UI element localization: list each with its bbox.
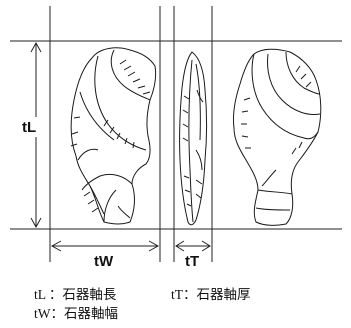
stone-tool-front-view [70,47,157,225]
width-label: tW [94,253,114,270]
thickness-label: tT [185,253,199,270]
width-dimension-arrow [50,240,160,252]
legend-thickness-entry: tT：石器軸厚 [171,287,251,302]
legend-width-entry: tW：石器軸幅 [34,306,118,321]
stone-tool-back-view [233,48,322,226]
length-label: tL [22,119,36,136]
stone-tool-side-view [179,51,207,226]
legend-length-entry: tL ：石器軸長 [34,287,117,302]
thickness-dimension-arrow [175,240,211,252]
